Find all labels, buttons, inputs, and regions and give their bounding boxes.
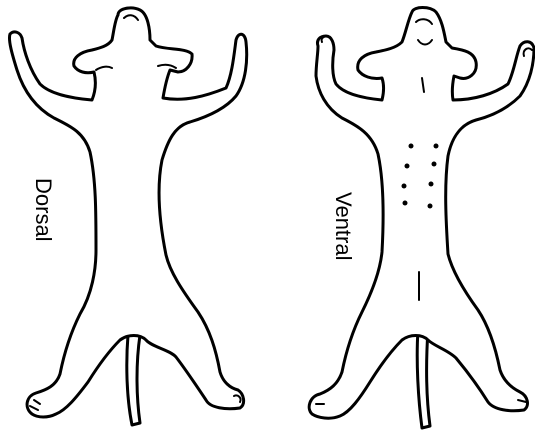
nipple <box>402 184 407 189</box>
nipple <box>403 201 408 206</box>
dorsal-tail <box>127 335 140 425</box>
ventral-label: Ventral <box>331 192 356 261</box>
nipple <box>429 182 434 187</box>
ventral-view: Ventral <box>309 8 534 429</box>
nipple <box>434 144 439 149</box>
nipple <box>409 144 414 149</box>
nipple <box>428 204 433 209</box>
nipple <box>405 164 410 169</box>
dorsal-label: Dorsal <box>31 178 56 242</box>
dorsal-view: Dorsal <box>9 8 246 425</box>
ventral-tail <box>417 330 430 428</box>
nipple <box>432 162 437 167</box>
